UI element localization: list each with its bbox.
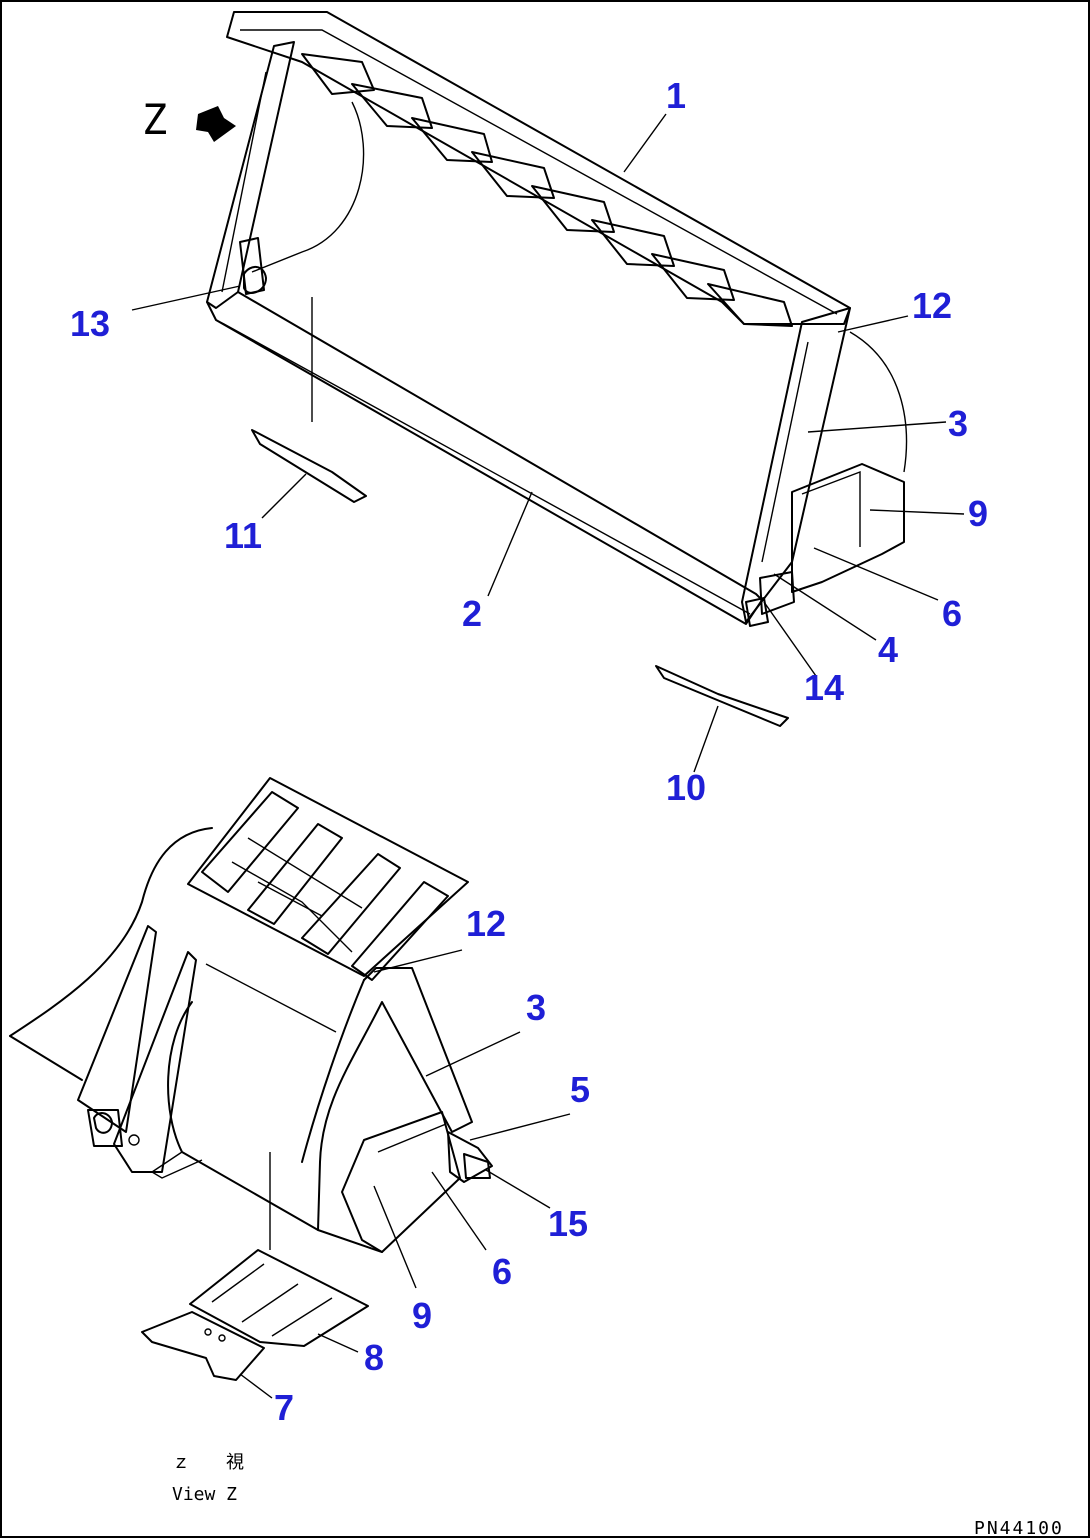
callout-3-view-z: 3	[526, 987, 546, 1028]
view-caption-english: View Z	[172, 1484, 237, 1505]
callout-6: 6	[942, 593, 962, 634]
drawing-code: PN44100	[974, 1518, 1064, 1539]
callout-7: 7	[274, 1387, 294, 1428]
callout-9-view-z: 9	[412, 1295, 432, 1336]
callout-9: 9	[968, 493, 988, 534]
callout-13: 13	[70, 303, 110, 344]
leader-lines-lower	[239, 949, 571, 1399]
view-caption-japanese: ｚ 視	[172, 1452, 244, 1473]
callout-6-view-z: 6	[492, 1251, 512, 1292]
view-z-marker: Z	[142, 95, 236, 144]
callout-14: 14	[804, 667, 844, 708]
callout-11: 11	[224, 515, 262, 556]
callout-3: 3	[948, 403, 968, 444]
callout-10: 10	[666, 767, 706, 808]
callout-labels: 1 13 12 3 9 11 2 6 4 14 10 12 3 5 15 6 9…	[70, 75, 988, 1428]
view-z-letter: Z	[142, 95, 167, 144]
bucket-rear-view	[9, 777, 493, 1381]
callout-4: 4	[878, 629, 898, 670]
leader-lines-upper	[131, 113, 965, 773]
callout-2: 2	[462, 593, 482, 634]
callout-1: 1	[666, 75, 686, 116]
callout-12: 12	[912, 285, 952, 326]
callout-15: 15	[548, 1203, 588, 1244]
callout-5: 5	[570, 1069, 590, 1110]
callout-8: 8	[364, 1337, 384, 1378]
view-caption: ｚ 視 View Z	[172, 1452, 244, 1505]
direction-arrow-icon	[196, 106, 236, 142]
callout-12-view-z: 12	[466, 903, 506, 944]
bucket-front-view	[206, 11, 908, 727]
